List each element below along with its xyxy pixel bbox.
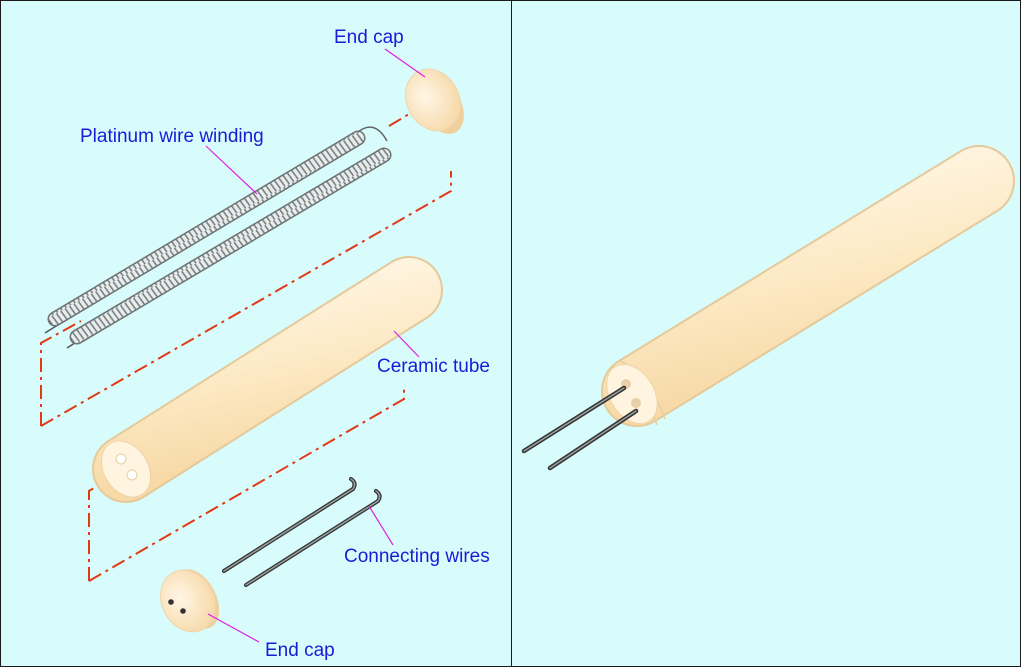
exploded-view-drawing bbox=[40, 48, 464, 643]
assembled-connecting-wires bbox=[521, 385, 639, 471]
leader-lines bbox=[205, 48, 426, 643]
ceramic-tube bbox=[92, 256, 443, 503]
label-end-cap-bottom: End cap bbox=[265, 640, 335, 661]
end-cap-bottom bbox=[160, 569, 220, 633]
assembled-sensor-drawing bbox=[521, 145, 1015, 471]
label-connecting-wires: Connecting wires bbox=[344, 546, 490, 567]
assembled-ceramic-tube bbox=[601, 145, 1015, 427]
label-platinum-wire-winding: Platinum wire winding bbox=[80, 126, 264, 147]
leader-ceramic-tube bbox=[393, 330, 420, 358]
leader-end-cap-top bbox=[384, 48, 426, 78]
end-cap-top bbox=[405, 68, 464, 134]
platinum-wire-winding bbox=[44, 126, 392, 349]
exploded-view-panel: End cap Platinum wire winding Ceramic tu… bbox=[0, 0, 512, 667]
leader-platinum-winding bbox=[205, 145, 258, 195]
label-end-cap-top: End cap bbox=[334, 27, 404, 48]
assembly-lines bbox=[40, 100, 452, 582]
leader-end-cap-bottom bbox=[207, 613, 260, 643]
leader-connecting-wires bbox=[368, 505, 394, 546]
label-ceramic-tube: Ceramic tube bbox=[377, 356, 490, 377]
assembly-line-winding bbox=[40, 171, 452, 427]
assembled-view-panel bbox=[511, 0, 1021, 667]
connecting-wires bbox=[222, 477, 382, 587]
